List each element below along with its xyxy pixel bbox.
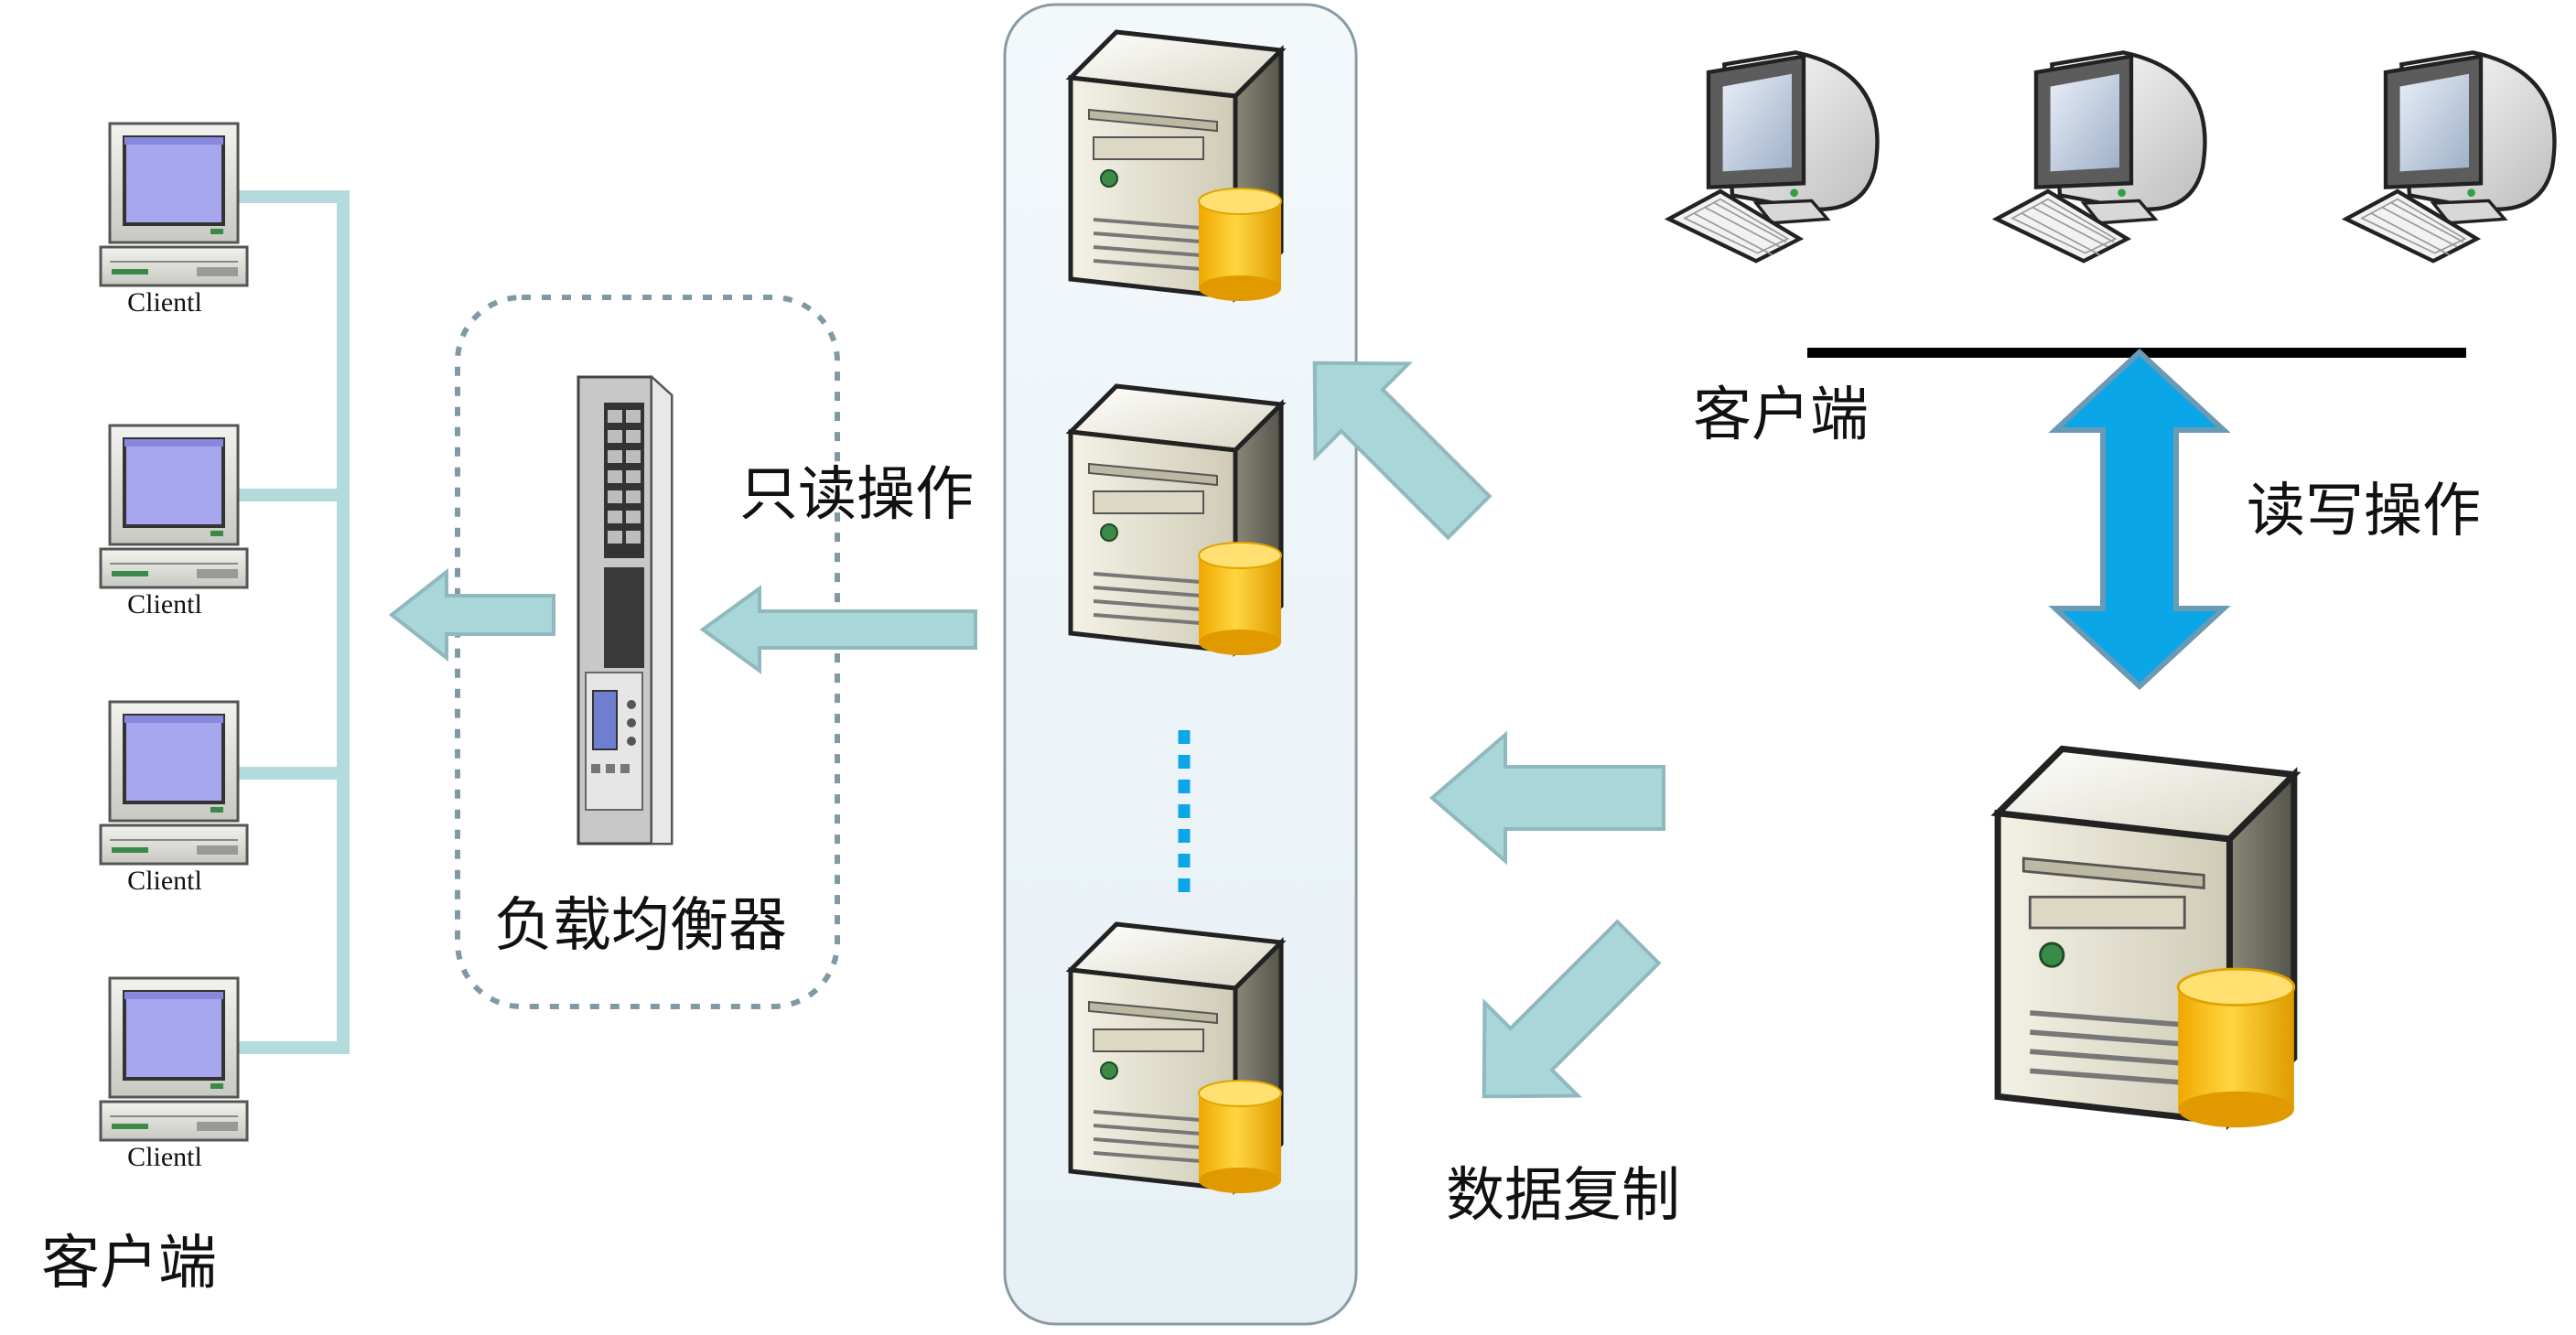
load-balancer-label: 负载均衡器 bbox=[494, 892, 787, 960]
computer-icon bbox=[99, 122, 249, 287]
readwrite-label: 读写操作 bbox=[2247, 478, 2481, 545]
bus-stub-3 bbox=[220, 767, 350, 780]
bus-stub-4 bbox=[220, 1041, 350, 1054]
arrow-readonly bbox=[699, 585, 977, 674]
bus-stub-1 bbox=[220, 190, 350, 203]
desktop-computer-icon bbox=[1997, 52, 2205, 261]
load-balancer-group bbox=[455, 295, 840, 1009]
arrow-replicate-up bbox=[1312, 361, 1493, 541]
left-client-bus bbox=[220, 190, 350, 1054]
arrow-replicate-down bbox=[1482, 919, 1662, 1099]
client-label: Clientl bbox=[127, 287, 202, 318]
right-clients-label: 客户端 bbox=[1693, 382, 1869, 449]
database-server-icon bbox=[1998, 748, 2294, 1127]
left-clients-label: 客户端 bbox=[41, 1230, 217, 1297]
computer-icon bbox=[99, 700, 249, 866]
readwrite-arrow bbox=[2048, 348, 2231, 691]
desktop-computer-icon bbox=[2346, 52, 2555, 261]
database-server-icon bbox=[1071, 386, 1281, 655]
left-client-item: Clientl bbox=[99, 122, 249, 318]
desktop-computer-icon bbox=[1669, 52, 1878, 261]
left-client-list: Clientl Clientl Clientl Clientl bbox=[99, 122, 249, 1172]
client-label: Clientl bbox=[127, 589, 202, 619]
readonly-label: 只读操作 bbox=[739, 461, 974, 529]
bus-stub-2 bbox=[220, 489, 350, 501]
client-label: Clientl bbox=[127, 866, 202, 896]
arrow-to-clients bbox=[388, 567, 555, 662]
left-client-item: Clientl bbox=[99, 424, 249, 619]
replication-label: 数据复制 bbox=[1446, 1162, 1680, 1230]
database-server-icon bbox=[1071, 32, 1281, 301]
computer-icon bbox=[99, 424, 249, 589]
network-switch-icon bbox=[577, 374, 674, 845]
slave-server-list bbox=[1071, 32, 1281, 1193]
bus-trunk bbox=[337, 190, 350, 1054]
left-client-item: Clientl bbox=[99, 700, 249, 896]
arrow-replicate-mid bbox=[1428, 730, 1665, 866]
left-client-item: Clientl bbox=[99, 976, 249, 1172]
database-server-icon bbox=[1071, 924, 1281, 1193]
right-client-list bbox=[1669, 52, 2555, 261]
computer-icon bbox=[99, 976, 249, 1142]
client-label: Clientl bbox=[127, 1142, 202, 1172]
